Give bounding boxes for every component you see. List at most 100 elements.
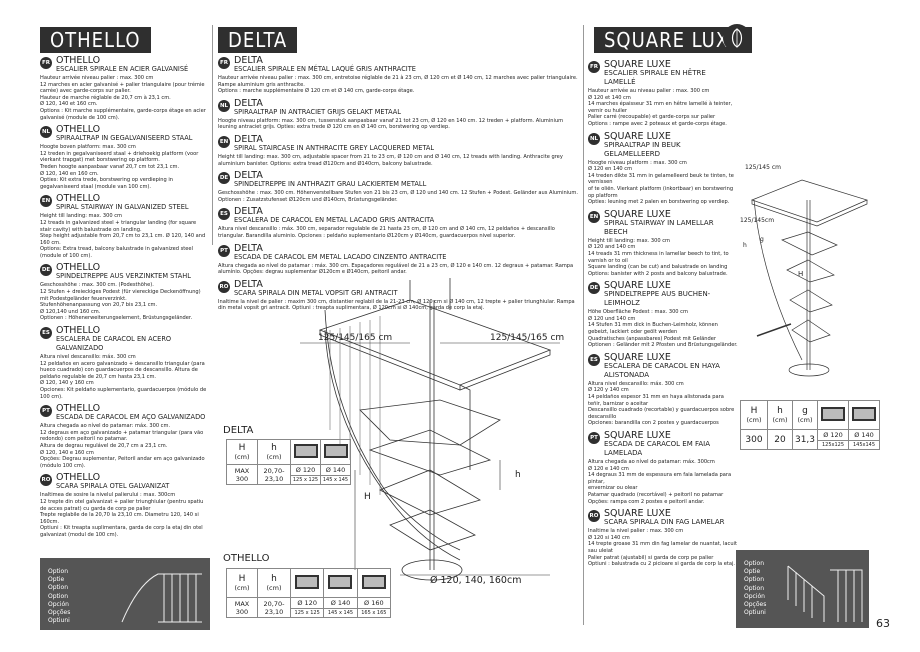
language-code-badge: DE (40, 264, 52, 277)
body-line: Höhe Oberfläche Podest : max. 300 cm (588, 309, 688, 316)
max-height-cell: MAX 300 (226, 464, 258, 485)
language-code-badge: ES (218, 208, 230, 221)
entry-body: Hauteur arrivée niveau palier : max. 300… (40, 75, 208, 121)
body-line: 14 Stufen 31 mm dick in Buchen-Leimholz,… (588, 322, 718, 336)
landing-icon (293, 444, 318, 458)
body-line: Ø 120, 140 y 160 cm (40, 380, 94, 387)
body-line: Hoogte niveau platform : max. 300 cm (588, 159, 687, 166)
body-line: 14 trepte groase 31 mm din fag lamelar d… (588, 541, 737, 554)
language-code-badge: NL (40, 126, 52, 139)
language-code-badge: ES (588, 353, 600, 366)
body-line: Opties: leuning met 2 palen en borstweri… (588, 199, 730, 206)
body-line: Descansillo cuadrado (recortable) y guar… (588, 407, 735, 420)
product-name: DELTA (234, 97, 263, 109)
entry-body: Geschosshöhe : max. 300 cm. Höhenverstel… (218, 190, 580, 203)
language-code-badge: RO (218, 280, 230, 293)
body-line: 14 marches épaisseur 31 mm en hêtre lame… (588, 101, 733, 114)
delta-spec-table: H(cm) h(cm) MAX 300 20,70-23,10 Ø 120 Ø … (226, 439, 351, 485)
h-header: H (238, 443, 246, 453)
product-name: OTHELLO (56, 472, 101, 484)
product-name: SQUARE LUXE (604, 130, 671, 142)
product-name: SQUARE LUXE (604, 280, 671, 292)
h-header: H (750, 406, 758, 416)
product-name: OTHELLO (56, 124, 101, 136)
diameter-cell: Ø 140 (323, 597, 358, 609)
body-line: Altura chegada ao nível do patamar: máx.… (588, 459, 715, 465)
product-subtitle: ESCALIER SPIRALE EN MÉTAL LAQUÉ GRIS ANT… (234, 65, 416, 73)
body-line: Opciones: barandilla con 2 postes y guar… (588, 420, 719, 427)
max-height-cell: MAX 300 (226, 597, 258, 618)
language-code-badge: PT (588, 432, 600, 444)
diameter-cell: Ø 160 (356, 597, 392, 609)
square-luxe-spec-table: H(cm) h(cm) g(cm) 300 20 31,3 Ø 120 Ø 14… (740, 400, 880, 450)
body-line: Hoogte niveau platform: max. 300 cm, tus… (218, 117, 564, 131)
step-height-label: h (515, 470, 521, 480)
body-line: Altura nivel descansillo : máx. 300 cm, … (218, 226, 555, 239)
product-subtitle: SPINDELTREPPE AUS VERZINKTEM STAHL (56, 272, 191, 281)
body-line: Altura nivel descansillo: máx. 300 cm (40, 354, 136, 361)
h-header: h (271, 443, 277, 453)
body-line: Hauteur arrivée niveau palier : max. 300… (218, 75, 578, 88)
option-label: Optiuni (48, 617, 70, 625)
body-line: Altura chegada ao nível do patamar: máx.… (40, 423, 171, 430)
language-code-badge: DE (588, 282, 600, 295)
size-cell: 125 x 125 (290, 475, 321, 485)
entry-body: Altura chegada ao nível do patamar : máx… (218, 263, 580, 276)
language-code-badge: FR (40, 57, 52, 69)
body-line: Options: Extra tread, balcony balustrade… (40, 246, 193, 259)
body-line: Quadratisches (anpassbares) Podest mit G… (588, 335, 716, 342)
product-name: DELTA (234, 206, 263, 218)
language-code-badge: EN (218, 135, 230, 148)
body-line: Square landing (can be cut) and balustra… (588, 264, 728, 271)
h-header: h (271, 574, 277, 584)
tread-label: g (760, 236, 764, 243)
language-code-badge: NL (588, 132, 600, 145)
body-line: 14 degraus 31 mm de espessura em faia la… (588, 472, 732, 485)
option-label: Opções (48, 609, 71, 617)
product-name: SQUARE LUXE (604, 208, 671, 220)
landing-icon (328, 575, 353, 589)
page-number: 63 (876, 617, 890, 630)
tread-cell: 31,3 (792, 429, 818, 450)
language-code-badge: NL (218, 99, 230, 112)
body-line: Optiuni : balustrada cu 2 picioare si ga… (588, 561, 735, 568)
product-name: DELTA (234, 55, 263, 66)
body-line: Trepte reglabile de la 20,70 la 23,10 cm… (40, 512, 199, 525)
height-label: H (364, 492, 371, 502)
body-line: of te oliën. Vierkant platform (inkortba… (588, 185, 734, 199)
size-cell: 125x125 (817, 440, 849, 450)
entry-body: Inaltime la nivel de palier : maxim 300 … (218, 299, 580, 312)
diameter-label: Ø 120, 140, 160cm (430, 575, 522, 586)
delta-table-title: DELTA (223, 425, 254, 436)
g-header: g (802, 406, 808, 416)
entry-body: Height till landing: max. 300 cm, adjust… (218, 154, 580, 167)
